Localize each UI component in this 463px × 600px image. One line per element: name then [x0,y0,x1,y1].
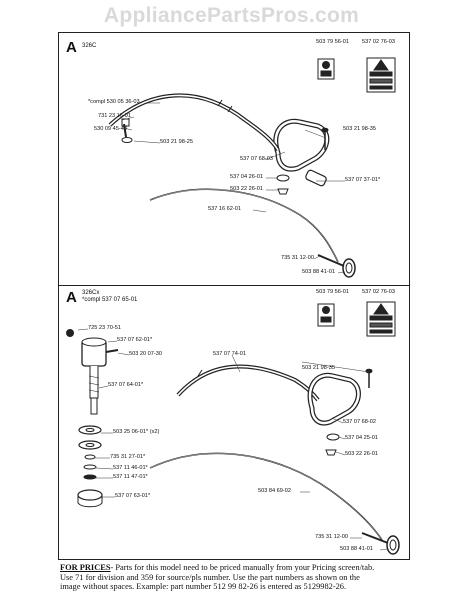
label-50322-a: 503 22 26-01 [230,186,263,192]
label-50388-b: 503 88 41-01 [340,546,373,552]
handle-loop-a [273,118,330,172]
section-b-compl: *compl 537 07 65-01 [82,297,138,303]
label-warn2-b: 537 02 76-03 [362,289,395,295]
label-503b-a: 503 21 98-35 [343,126,376,132]
label-53707b-a: 537 07 37-01* [345,177,381,183]
watermark: AppliancePartsPros.com [103,4,360,27]
section-b-model: 326Cx [82,290,100,296]
label-537068-b: 537 07 68-02 [343,419,376,425]
label-53707-b: 537 07 74-01 [213,351,246,357]
label-compl-a: *compl 530 05 36-03 [88,99,140,105]
flex-shaft-a [149,188,339,263]
bolt-a [123,123,127,138]
section-divider [58,285,410,286]
section-b-letter: A [66,289,77,306]
label-warn1-a: 503 79 56-01 [316,39,349,45]
label-735b-b: 735 31 12-00 [315,534,348,540]
section-a-model: 326C [82,43,97,49]
label-50322-b: 503 22 26-01 [345,451,378,457]
hub-b [77,489,103,501]
pricing-line-2: Use 71 for division and 359 for source/p… [60,572,360,582]
label-537063-b: 537 07 63-01* [115,493,151,499]
end-knob-a [342,258,356,278]
label-530-a: 530 09 45-43 [94,126,127,132]
bearing-1-b [78,425,102,435]
pricing-line-3: image without spaces. Example: part numb… [60,582,347,592]
label-537064-b: 537 07 64-01* [108,382,144,388]
label-warn2-a: 537 02 76-03 [362,39,395,45]
label-53711b-b: 537 11 47-01* [113,474,148,480]
spacer-a [305,169,327,187]
label-735-a: 735 31 12-00 [281,255,314,261]
handle-tube-b [176,364,320,402]
label-503a-a: 503 21 98-25 [160,139,193,145]
label-731-a: 731 23 16-01 [98,113,131,119]
label-50384-b: 503 84 69-02 [258,488,291,494]
pricing-note: FOR PRICES- Parts for this model need to… [60,563,420,592]
shaft-b [89,366,99,399]
label-50325-b: 503 25 06-01* (x2) [113,429,160,435]
label-50320-b: 503 20 07-30 [129,351,162,357]
bearing-2-b [78,440,102,450]
label-53707-a: 537 07 68-03 [240,156,273,162]
label-53711a-b: 537 11 46-01* [113,465,148,471]
label-53704-a: 537 04 26-01 [230,174,263,180]
label-50388-a: 503 88 41-01 [302,269,335,275]
label-537062-b: 537 07 62-01* [117,337,153,343]
label-50321-b: 503 21 98-35 [302,365,335,371]
label-725-b: 725 23 70-51 [88,325,121,331]
pricing-line-1: - Parts for this model need to be priced… [110,563,375,572]
flex-shaft-b [149,452,383,541]
label-537042-b: 537 04 25-01 [345,435,378,441]
label-735a-b: 735 31 27-01* [110,454,146,460]
label-53716-a: 537 16 62-01 [208,206,241,212]
section-a-letter: A [66,39,77,56]
end-knob-b [386,535,400,555]
pricing-heading: FOR PRICES [60,563,111,572]
label-warn1-b: 503 79 56-01 [316,289,349,295]
